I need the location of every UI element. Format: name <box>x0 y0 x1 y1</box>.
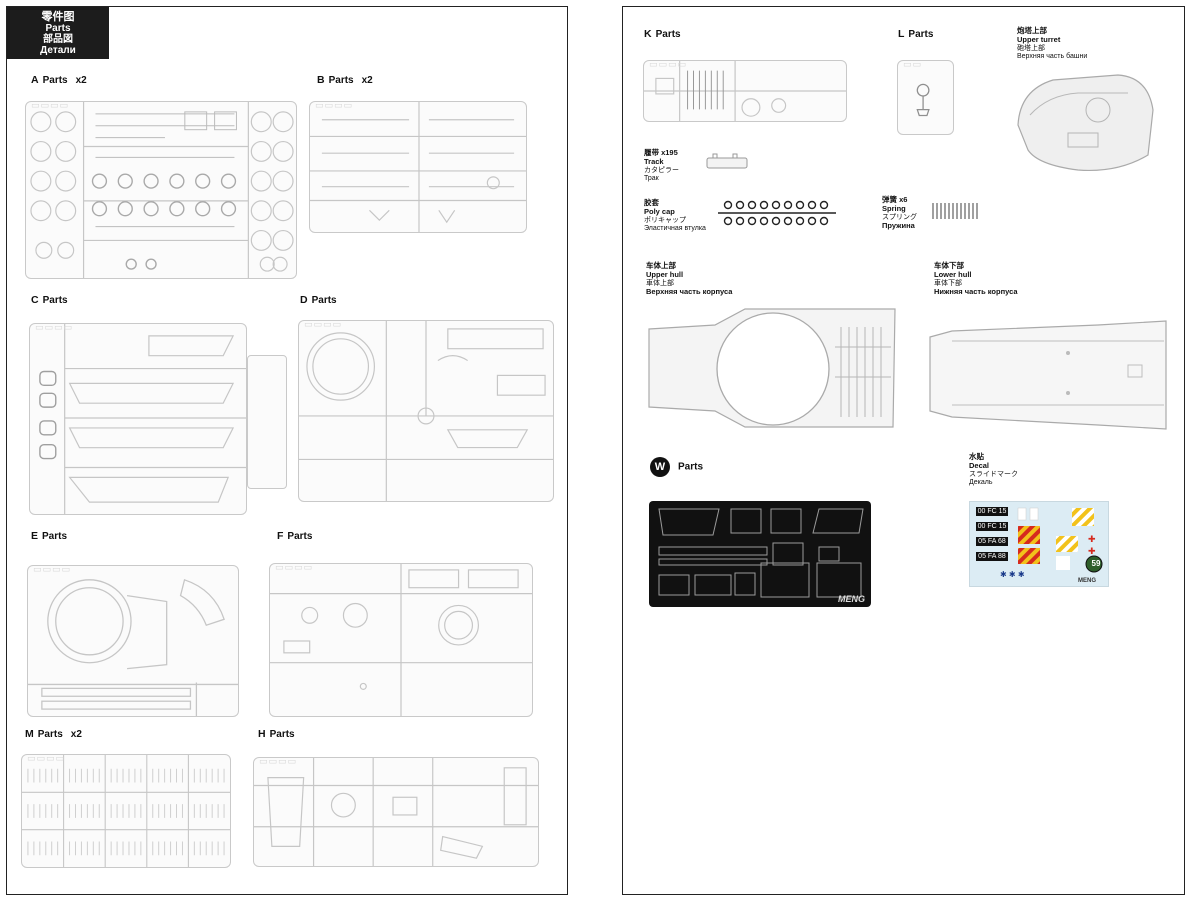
decal-plate-3: 05 FA 68 <box>976 537 1008 546</box>
sprue-h: ▭▭▭▭ <box>253 757 539 867</box>
track-label: 履带 x195 Track カタピラー Трак <box>644 148 679 183</box>
sprue-b: ▭▭▭▭ <box>309 101 527 233</box>
photo-etch-sheet: MENG <box>649 501 871 607</box>
sprue-f: ▭▭▭▭ <box>269 563 533 717</box>
sprue-e: ▭▭▭▭ <box>27 565 239 717</box>
sprue-l-tag: ▭▭ <box>903 60 923 69</box>
sprue-a-drawing <box>30 102 294 278</box>
decal-plate-2: 00 FC 15 <box>976 522 1008 531</box>
sprue-a: ▭▭▭▭ <box>25 101 297 279</box>
sprue-m: ▭▭▭▭ <box>21 754 231 868</box>
sprue-f-drawing <box>270 564 532 716</box>
decal-number-59: 59 <box>1091 559 1101 568</box>
decal-chevrons: ✚ ✚ <box>1017 507 1103 573</box>
title-line-jp: 部品図 <box>43 34 73 45</box>
decal-flags: ✱ ✱ ✱ <box>1000 570 1025 579</box>
sprue-m-drawing <box>22 755 230 867</box>
sprue-k: ▭▭▭▭ <box>643 60 847 122</box>
w-badge: W <box>650 457 670 477</box>
lower-hull-label: 车体下部 Lower hull 車体下部 Нижняя часть корпус… <box>934 261 1018 296</box>
sprue-d-tag: ▭▭▭▭ <box>304 320 343 329</box>
sprue-k-drawing <box>644 61 846 121</box>
sprue-c-tab <box>247 355 287 489</box>
sprue-l-drawing <box>916 83 930 117</box>
spring-drawing <box>932 203 978 219</box>
upper-turret-drawing <box>1017 74 1154 172</box>
sprue-l: ▭▭ <box>897 60 954 135</box>
decal-plate-1: 00 FC 15 <box>976 507 1008 516</box>
sprue-c-drawing <box>39 324 246 514</box>
poly-cap-drawing <box>718 200 836 226</box>
svg-text:✚: ✚ <box>1088 535 1096 545</box>
sprue-a-tag: ▭▭▭▭ <box>31 101 70 110</box>
sprue-e-drawing <box>28 578 238 716</box>
title-line-cn: 零件图 <box>41 11 75 23</box>
sprue-d: ▭▭▭▭ <box>298 320 554 502</box>
decal-sheet: 00 FC 15 00 FC 15 05 FA 68 05 FA 88 ✚ ✚ <box>969 501 1109 587</box>
sprue-b-tag: ▭▭▭▭ <box>315 101 354 110</box>
decal-label: 水贴 Decal スライドマーク Декаль <box>969 452 1018 487</box>
sprue-e-tag: ▭▭▭▭ <box>33 565 72 574</box>
sprue-c: ▭▭▭▭ <box>29 323 247 515</box>
decal-plate-4: 05 FA 88 <box>976 552 1008 561</box>
spring-label: 弹簧 x6 Spring スプリング Пружина <box>882 195 917 230</box>
sprue-h-drawing <box>254 758 538 866</box>
lower-hull-drawing <box>929 320 1167 430</box>
sprue-d-drawing <box>299 321 553 501</box>
sprue-h-tag: ▭▭▭▭ <box>259 757 298 766</box>
sprue-m-tag: ▭▭▭▭ <box>27 754 66 763</box>
decal-brand: MENG <box>1078 578 1096 584</box>
title-line-ru: Детали <box>40 45 76 56</box>
upper-hull-drawing <box>648 308 896 428</box>
title-line-en: Parts <box>45 23 71 34</box>
photo-etch-drawing <box>658 508 864 598</box>
parts-title-box: 零件图 Parts 部品図 Детали <box>7 7 109 59</box>
track-link-drawing <box>706 153 748 169</box>
poly-cap-label: 胶套 Poly cap ポリキャップ Эластичная втулка <box>644 198 706 233</box>
sprue-c-tag: ▭▭▭▭ <box>35 323 74 332</box>
photo-etch-brand: MENG <box>838 594 865 604</box>
sprue-b-drawing <box>310 102 526 232</box>
upper-hull-label: 车体上部 Upper hull 車体上部 Верхняя часть корпу… <box>646 261 733 296</box>
sprue-k-tag: ▭▭▭▭ <box>649 60 688 69</box>
sprue-f-tag: ▭▭▭▭ <box>275 563 314 572</box>
upper-turret-label: 炮塔上部 Upper turret 砲塔上部 Верхняя часть баш… <box>1017 26 1088 61</box>
svg-text:✚: ✚ <box>1088 547 1096 557</box>
